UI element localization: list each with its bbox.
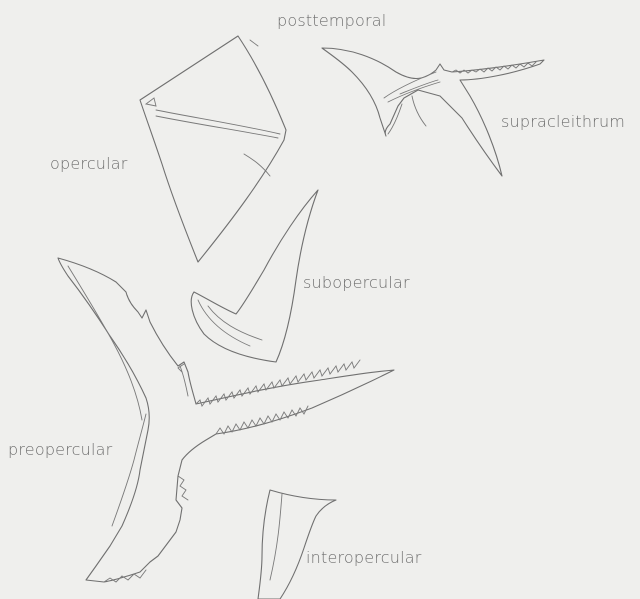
label-subopercular: subopercular — [303, 275, 410, 291]
opercular-bone — [140, 36, 286, 262]
subopercular-bone — [191, 190, 318, 362]
label-interopercular: interopercular — [306, 550, 422, 566]
label-preopercular: preopercular — [8, 442, 112, 458]
preopercular-bone — [58, 258, 394, 582]
label-opercular: opercular — [50, 156, 128, 172]
label-supracleithrum: supracleithrum — [501, 114, 625, 130]
label-posttemporal: posttemporal — [277, 13, 386, 29]
interopercular-bone — [258, 490, 336, 599]
